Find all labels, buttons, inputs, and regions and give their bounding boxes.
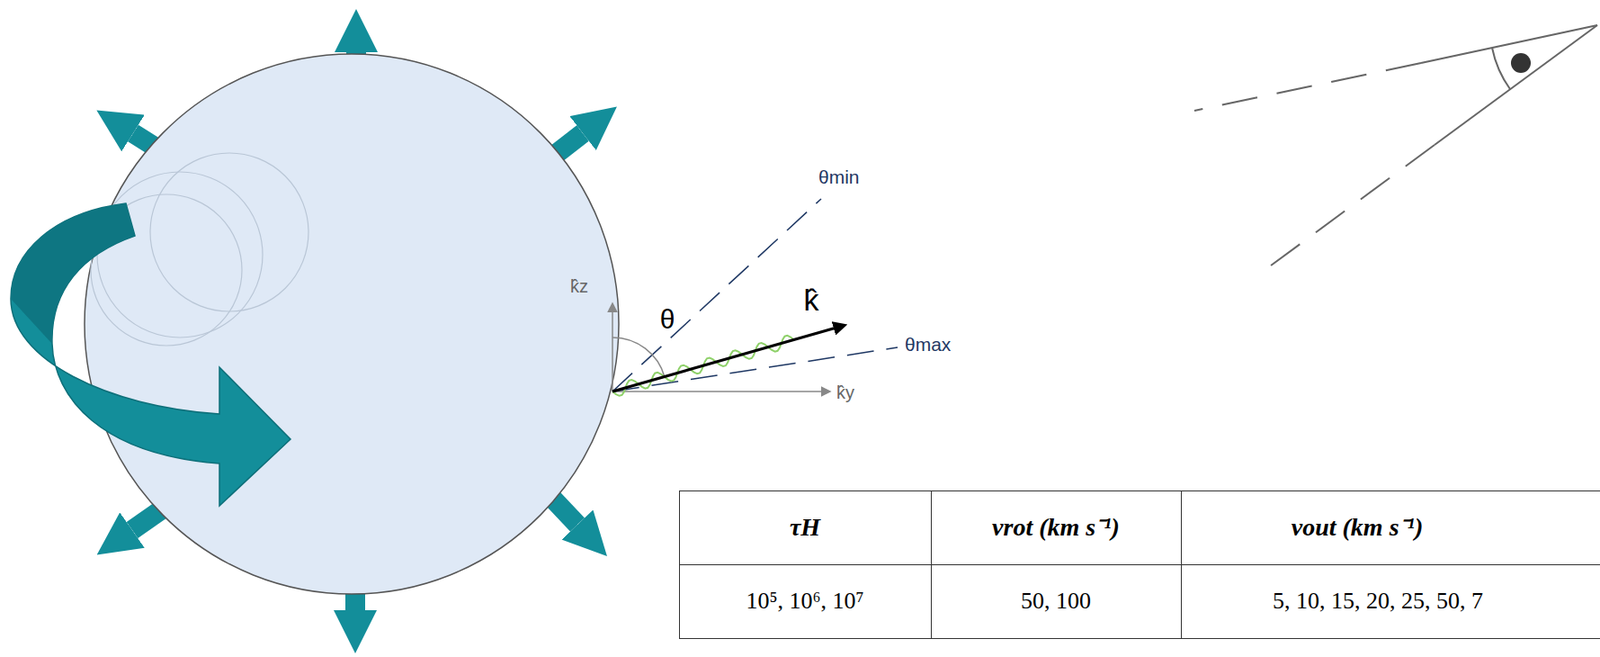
faint-clumps [90, 152, 309, 346]
table-cell-text: 10⁵, 10⁶, 10⁷ [745, 588, 864, 615]
kz-axis [611, 310, 614, 392]
k-hat-label: k̂ [804, 283, 820, 317]
theta-min-label: θmin [818, 166, 860, 188]
rotation-arrow [10, 203, 291, 506]
gas-sphere [84, 53, 619, 594]
table-header: vrot (km s⁻¹) [992, 513, 1120, 542]
ky-axis [612, 390, 823, 393]
table-header: vout (km s⁻¹) [1291, 513, 1424, 542]
table-header: τH [789, 513, 821, 542]
eye-pupil [1510, 53, 1531, 73]
kz-label: k̂z [570, 276, 589, 296]
ky-label: k̂y [836, 382, 855, 403]
theta-label: θ [660, 303, 676, 334]
observer-eye [1194, 25, 1598, 271]
theta-arc [612, 337, 665, 377]
table-cell-text: 5, 10, 15, 20, 25, 50, 7 [1272, 588, 1484, 615]
k-vector [612, 327, 837, 392]
table-cell-text: 50, 100 [1020, 588, 1091, 615]
theta-max-label: θmax [904, 333, 951, 355]
rotation-arrow-shade [10, 203, 135, 344]
